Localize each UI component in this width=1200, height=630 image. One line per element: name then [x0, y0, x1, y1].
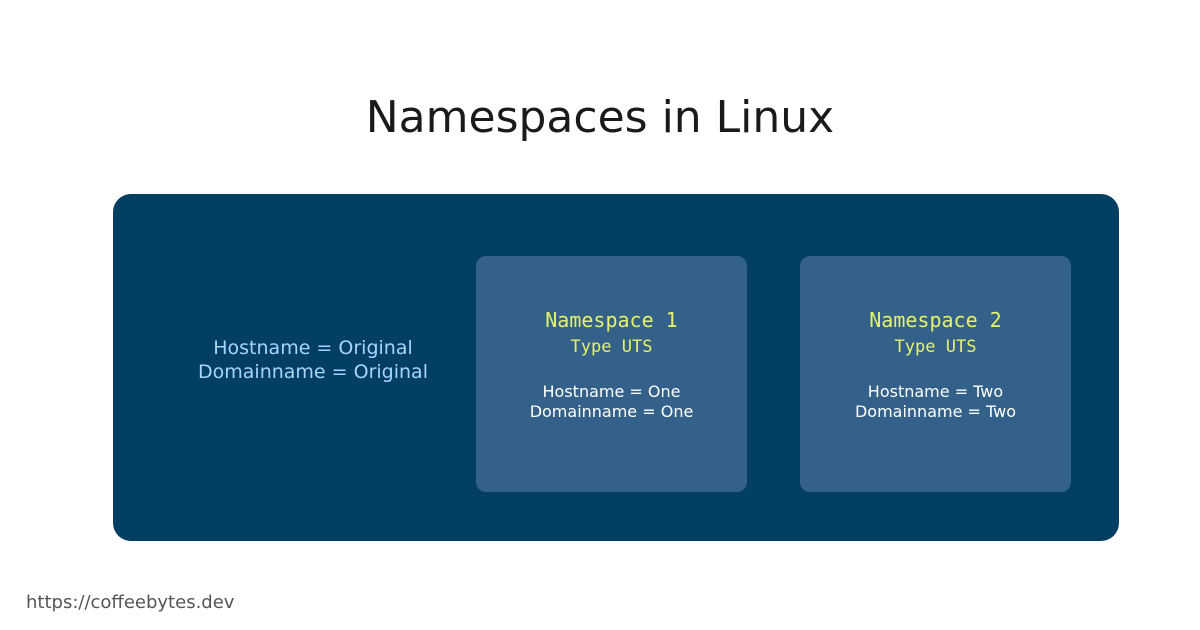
original-domainname: Domainname = Original [198, 361, 428, 383]
namespace-2-domainname: Domainname = Two [854, 402, 1017, 421]
namespace-2-box: Namespace 2 Type UTS Hostname = Two Doma… [800, 256, 1071, 492]
namespace-2-values: Hostname = Two Domainname = Two [800, 382, 1071, 422]
namespace-2-name: Namespace 2 [869, 308, 1002, 332]
namespace-1-values: Hostname = One Domainname = One [476, 382, 747, 422]
original-values: Hostname = Original Domainname = Origina… [150, 336, 476, 384]
namespace-1-name: Namespace 1 [545, 308, 678, 332]
namespace-1-box: Namespace 1 Type UTS Hostname = One Doma… [476, 256, 747, 492]
original-hostname: Hostname = Original [213, 337, 413, 359]
source-url: https://coffeebytes.dev [26, 592, 235, 613]
namespace-2-hostname: Hostname = Two [867, 382, 1004, 401]
page-title: Namespaces in Linux [365, 92, 835, 143]
namespace-1-hostname: Hostname = One [542, 382, 681, 401]
namespace-1-domainname: Domainname = One [529, 402, 694, 421]
namespace-1-type: Type UTS [570, 337, 653, 357]
namespace-2-type: Type UTS [894, 337, 977, 357]
